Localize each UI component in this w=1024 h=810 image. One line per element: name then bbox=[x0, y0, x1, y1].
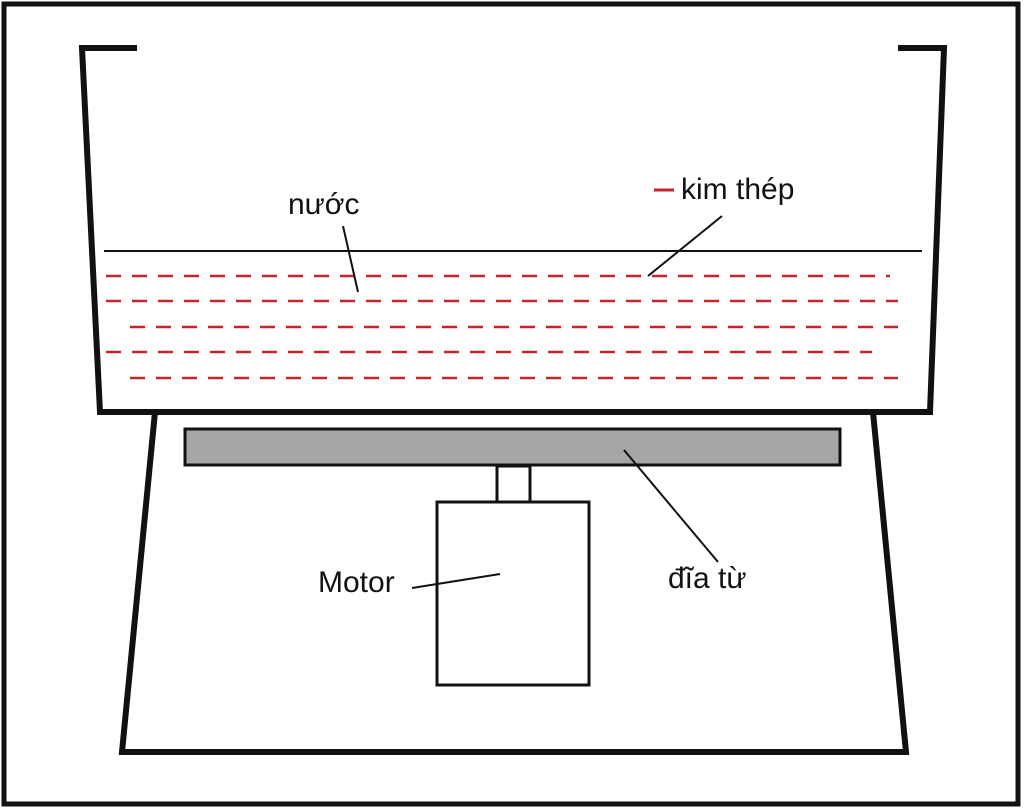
disk-leader-line bbox=[623, 449, 719, 563]
water-leader-line bbox=[342, 225, 359, 293]
magnetic-disk bbox=[183, 427, 842, 467]
steel-needle-label: kim thép bbox=[681, 173, 794, 206]
stirrer-base bbox=[118, 411, 910, 755]
water-container bbox=[78, 45, 948, 415]
motor-leader-line bbox=[411, 573, 501, 589]
magnetic-disk-label: đĩa từ bbox=[668, 562, 746, 595]
motor-shaft bbox=[495, 464, 532, 504]
water-label: nước bbox=[288, 188, 359, 221]
motor-label: Motor bbox=[318, 566, 395, 599]
motor-body bbox=[435, 500, 591, 687]
needle-leader-line bbox=[647, 215, 723, 277]
steel-needles bbox=[106, 274, 898, 380]
